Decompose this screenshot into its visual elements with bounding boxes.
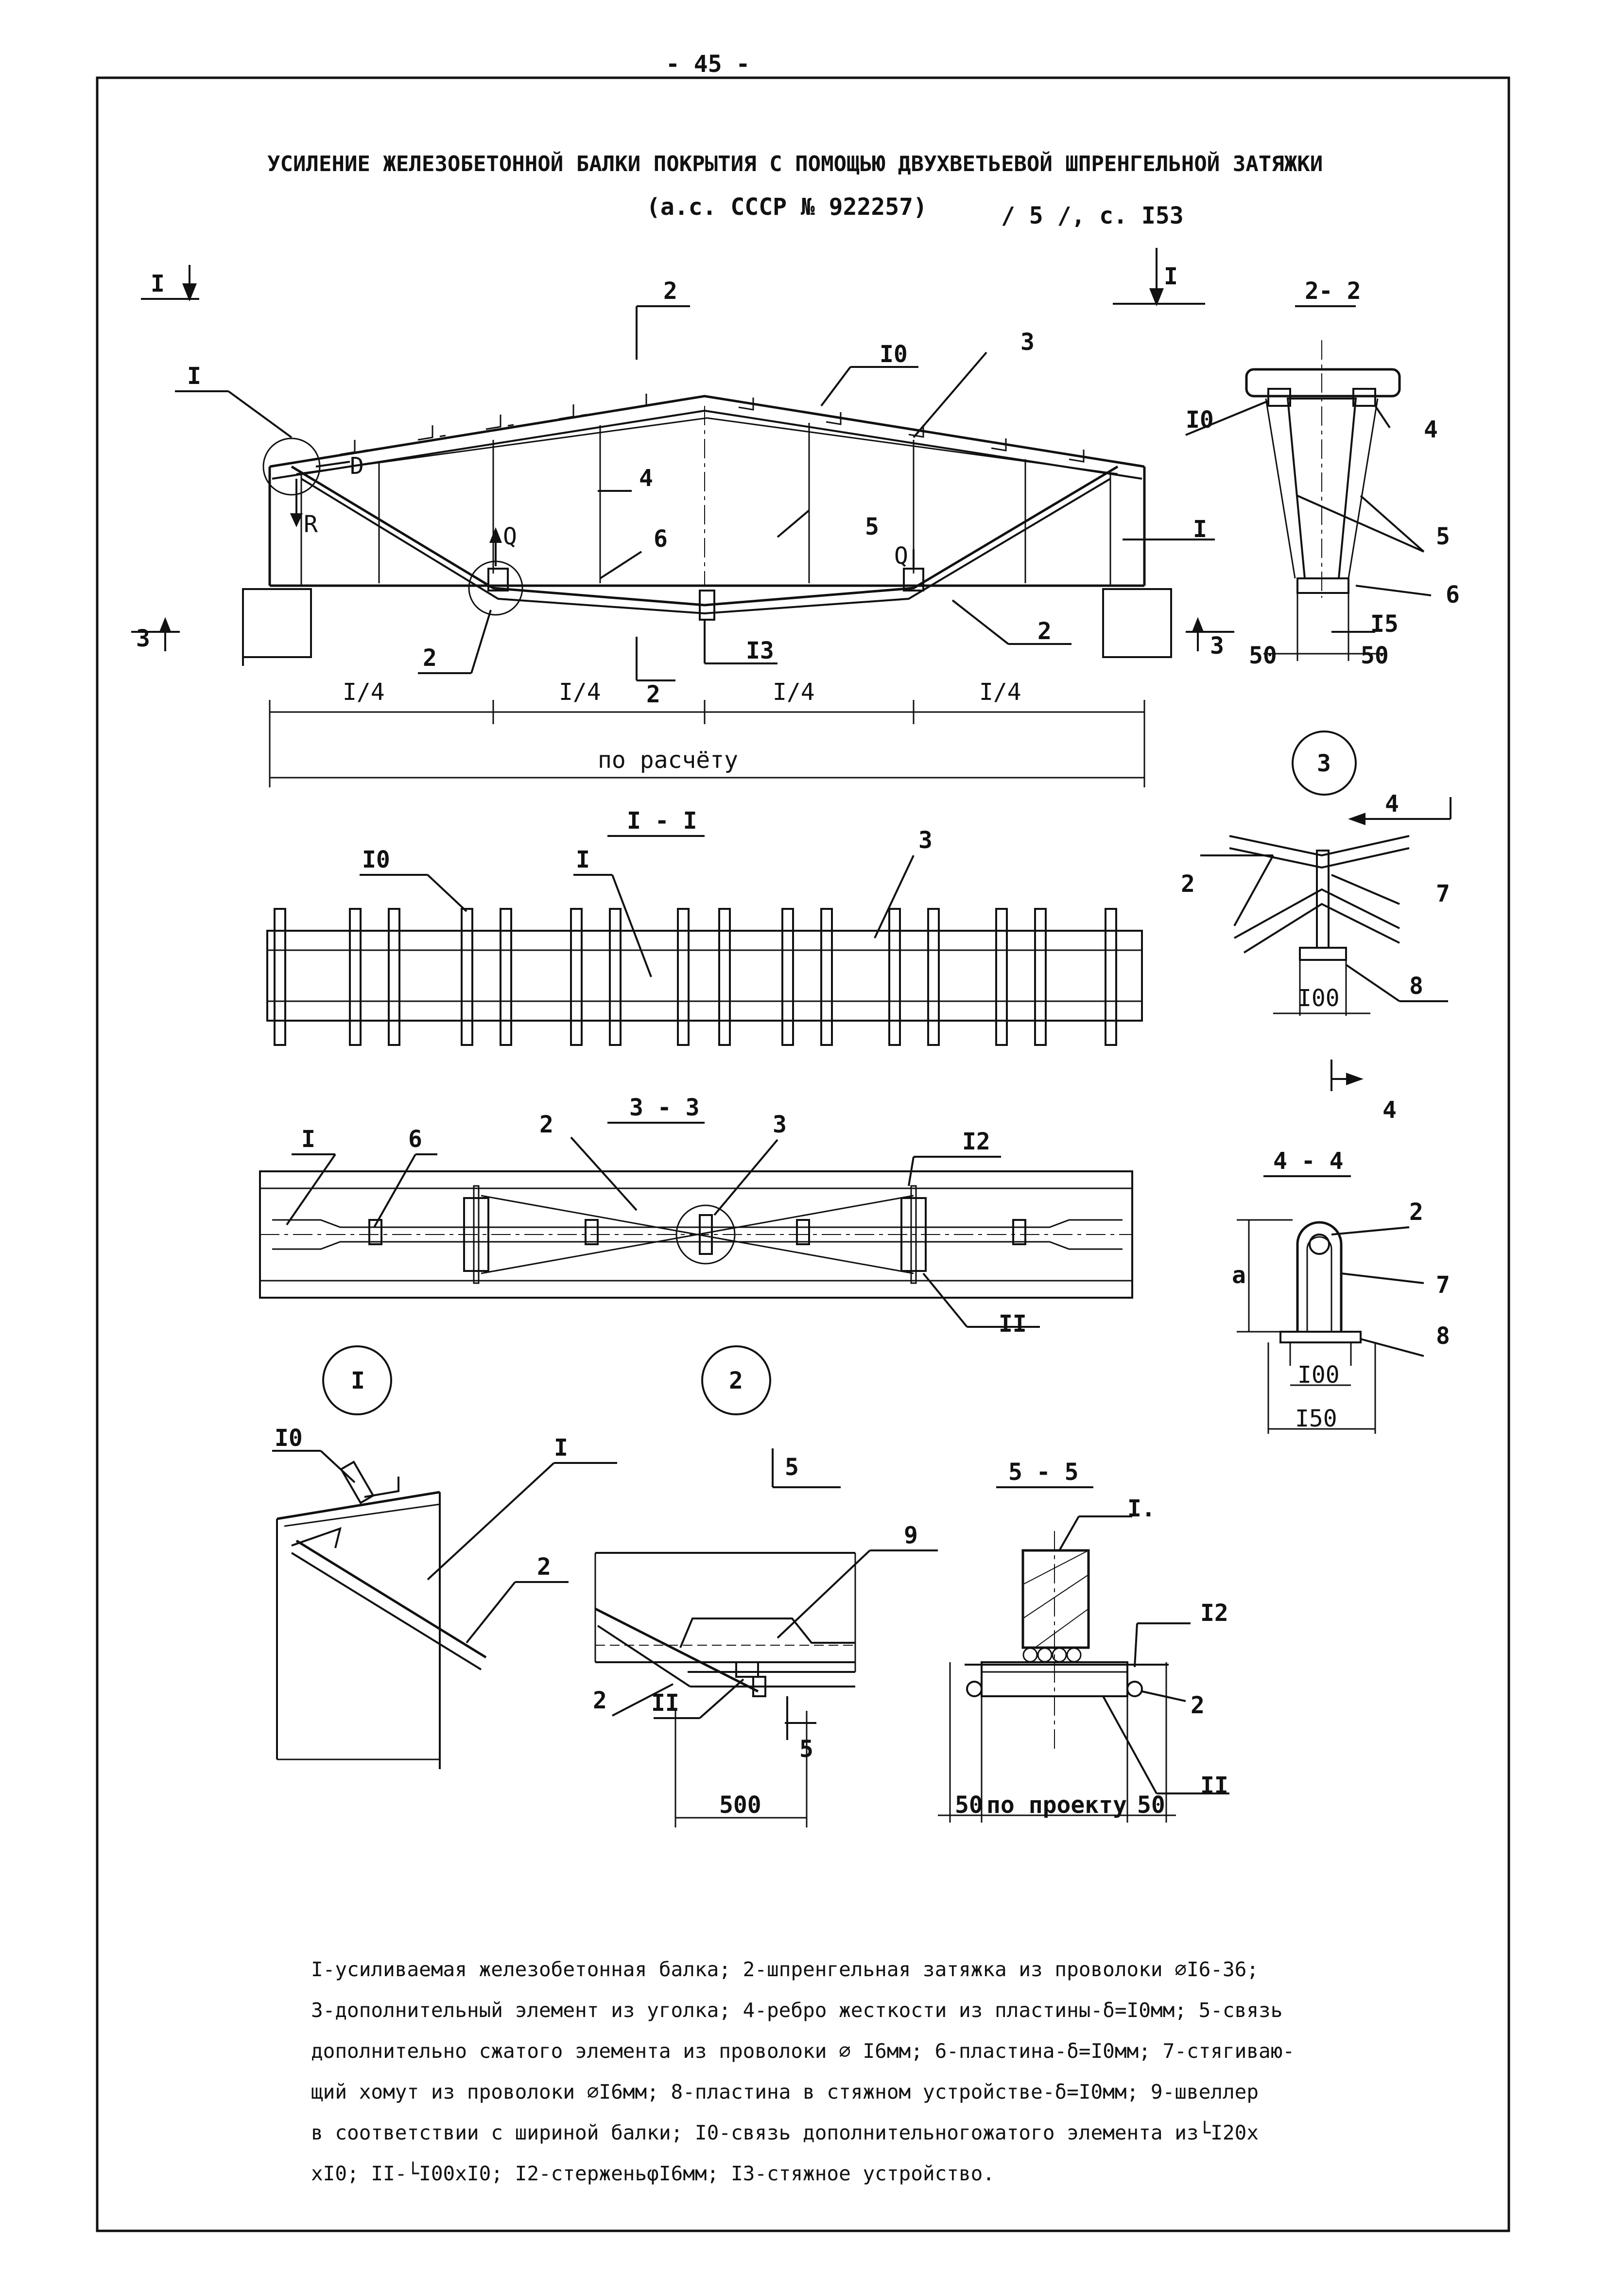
svg-text:I0: I0 — [880, 341, 908, 368]
svg-text:2: 2 — [1181, 870, 1195, 898]
svg-text:6: 6 — [1446, 581, 1460, 609]
svg-text:Q: Q — [503, 523, 517, 550]
svg-text:2: 2 — [539, 1111, 553, 1138]
span-quarter-4: I/4 — [979, 678, 1021, 706]
legend-line-5: в соответствии с шириной балки; I0-связь… — [311, 2121, 1259, 2144]
svg-text:I0: I0 — [362, 846, 390, 873]
svg-text:50: 50 — [1137, 1792, 1165, 1819]
span-quarter-1: I/4 — [343, 678, 385, 706]
overall-dimension: по расчёту — [598, 747, 738, 774]
svg-text:8: 8 — [1409, 973, 1423, 1000]
svg-text:50: 50 — [1361, 642, 1389, 669]
svg-text:I0: I0 — [1186, 406, 1214, 434]
svg-text:I: I — [351, 1367, 365, 1394]
section-2-2: 2- 2 I0 4 5 6 I5 50 50 — [1185, 278, 1460, 669]
source-reference: / 5 /, с. I53 — [1001, 202, 1184, 229]
svg-text:I2: I2 — [962, 1128, 990, 1155]
svg-text:5: 5 — [865, 513, 879, 540]
svg-text:I00: I00 — [1297, 985, 1340, 1012]
svg-text:I: I — [576, 846, 590, 873]
legend-line-3: дополнительно сжатого элемента из провол… — [311, 2039, 1295, 2063]
svg-text:I: I — [1164, 263, 1178, 290]
svg-text:2: 2 — [729, 1367, 743, 1394]
section-I-I: I - I I0 I 3 — [266, 807, 1143, 1046]
svg-text:6: 6 — [408, 1126, 422, 1153]
main-elevation: I I — [131, 248, 1234, 787]
svg-text:5: 5 — [785, 1454, 799, 1481]
svg-text:2: 2 — [593, 1687, 607, 1714]
cut-marker-I-left: I — [141, 265, 199, 302]
svg-text:2- 2: 2- 2 — [1305, 278, 1361, 305]
svg-text:50: 50 — [1249, 642, 1277, 669]
section-5-5: 5 - 5 I. I2 2 II 50 по проекту 50 — [938, 1459, 1229, 1823]
svg-text:I: I — [554, 1434, 568, 1461]
svg-text:4: 4 — [639, 465, 653, 492]
svg-text:I0: I0 — [275, 1425, 303, 1452]
svg-text:7: 7 — [1436, 1271, 1450, 1299]
detail-2: 2 5 II 2 5 9 500 — [593, 1345, 938, 1827]
svg-text:I: I — [301, 1126, 315, 1153]
svg-text:3: 3 — [1020, 329, 1035, 356]
legend-line-6: xI0; II-└I00xI0; I2-стерженьφI6мм; I3-ст… — [311, 2162, 995, 2185]
svg-text:II: II — [1200, 1772, 1228, 1799]
svg-text:3: 3 — [918, 827, 933, 854]
detail-3: 3 4 2 7 8 I00 4 — [1181, 731, 1451, 1124]
svg-text:2: 2 — [1409, 1199, 1423, 1226]
svg-text:2: 2 — [663, 278, 677, 305]
svg-text:3 - 3: 3 - 3 — [629, 1094, 700, 1121]
svg-text:500: 500 — [719, 1792, 761, 1819]
svg-text:I2: I2 — [1200, 1600, 1228, 1627]
svg-text:6: 6 — [654, 525, 668, 553]
legend-line-1: I-усиливаемая железобетонная балка; 2-шп… — [311, 1958, 1259, 1981]
svg-text:II: II — [999, 1310, 1027, 1338]
patent-reference: (а.с. СССР № 922257) — [646, 193, 927, 221]
svg-text:4 - 4: 4 - 4 — [1273, 1148, 1344, 1175]
svg-text:8: 8 — [1436, 1322, 1450, 1350]
svg-text:4: 4 — [1424, 416, 1438, 443]
svg-text:5: 5 — [1436, 523, 1450, 550]
svg-text:3: 3 — [773, 1111, 787, 1138]
svg-text:D: D — [350, 452, 364, 480]
svg-text:I50: I50 — [1295, 1405, 1337, 1432]
svg-text:I00: I00 — [1297, 1361, 1340, 1389]
svg-text:I - I: I - I — [627, 807, 697, 835]
svg-text:3: 3 — [136, 625, 150, 652]
svg-text:4: 4 — [1385, 790, 1399, 818]
span-quarter-2: I/4 — [559, 678, 601, 706]
cut-marker-I-right: I — [1113, 248, 1205, 307]
drawing-frame — [96, 76, 1510, 2232]
svg-text:I: I — [1193, 516, 1207, 543]
svg-text:5 - 5: 5 - 5 — [1008, 1459, 1079, 1486]
svg-text:I5: I5 — [1370, 610, 1399, 638]
svg-text:I: I — [151, 270, 165, 297]
svg-text:по проекту: по проекту — [986, 1792, 1127, 1819]
drawing-title: УСИЛЕНИЕ ЖЕЛЕЗОБЕТОННОЙ БАЛКИ ПОКРЫТИЯ С… — [267, 151, 1323, 176]
legend-line-2: 3-дополнительный элемент из уголка; 4-ре… — [311, 1999, 1283, 2022]
legend: I-усиливаемая железобетонная балка; 2-шп… — [311, 1949, 1429, 2194]
svg-text:50: 50 — [955, 1792, 983, 1819]
page-number: - 45 - — [666, 51, 750, 78]
svg-text:2: 2 — [646, 681, 660, 708]
legend-line-4: щий хомут из проволоки ⌀I6мм; 8-пластина… — [311, 2080, 1259, 2104]
detail-I: I I0 I 2 — [272, 1345, 617, 1769]
section-3-3: 3 - 3 I 6 2 3 I2 II — [259, 1094, 1133, 1338]
svg-text:2: 2 — [1037, 618, 1052, 645]
svg-text:2: 2 — [537, 1553, 551, 1581]
svg-text:Q: Q — [894, 542, 908, 570]
svg-text:I: I — [187, 363, 201, 390]
section-4-4: 4 - 4 a 2 7 8 I00 I50 — [1232, 1148, 1450, 1434]
svg-text:2: 2 — [1191, 1692, 1205, 1719]
svg-text:I3: I3 — [746, 637, 774, 664]
svg-text:a: a — [1232, 1262, 1246, 1289]
span-quarter-3: I/4 — [773, 678, 815, 706]
svg-text:I.: I. — [1127, 1495, 1156, 1522]
svg-text:2: 2 — [423, 644, 437, 672]
svg-text:3: 3 — [1317, 750, 1331, 777]
svg-text:3: 3 — [1210, 632, 1224, 660]
svg-text:R: R — [304, 511, 318, 538]
svg-text:4: 4 — [1382, 1096, 1397, 1124]
svg-text:7: 7 — [1436, 880, 1450, 907]
svg-text:9: 9 — [904, 1522, 918, 1549]
